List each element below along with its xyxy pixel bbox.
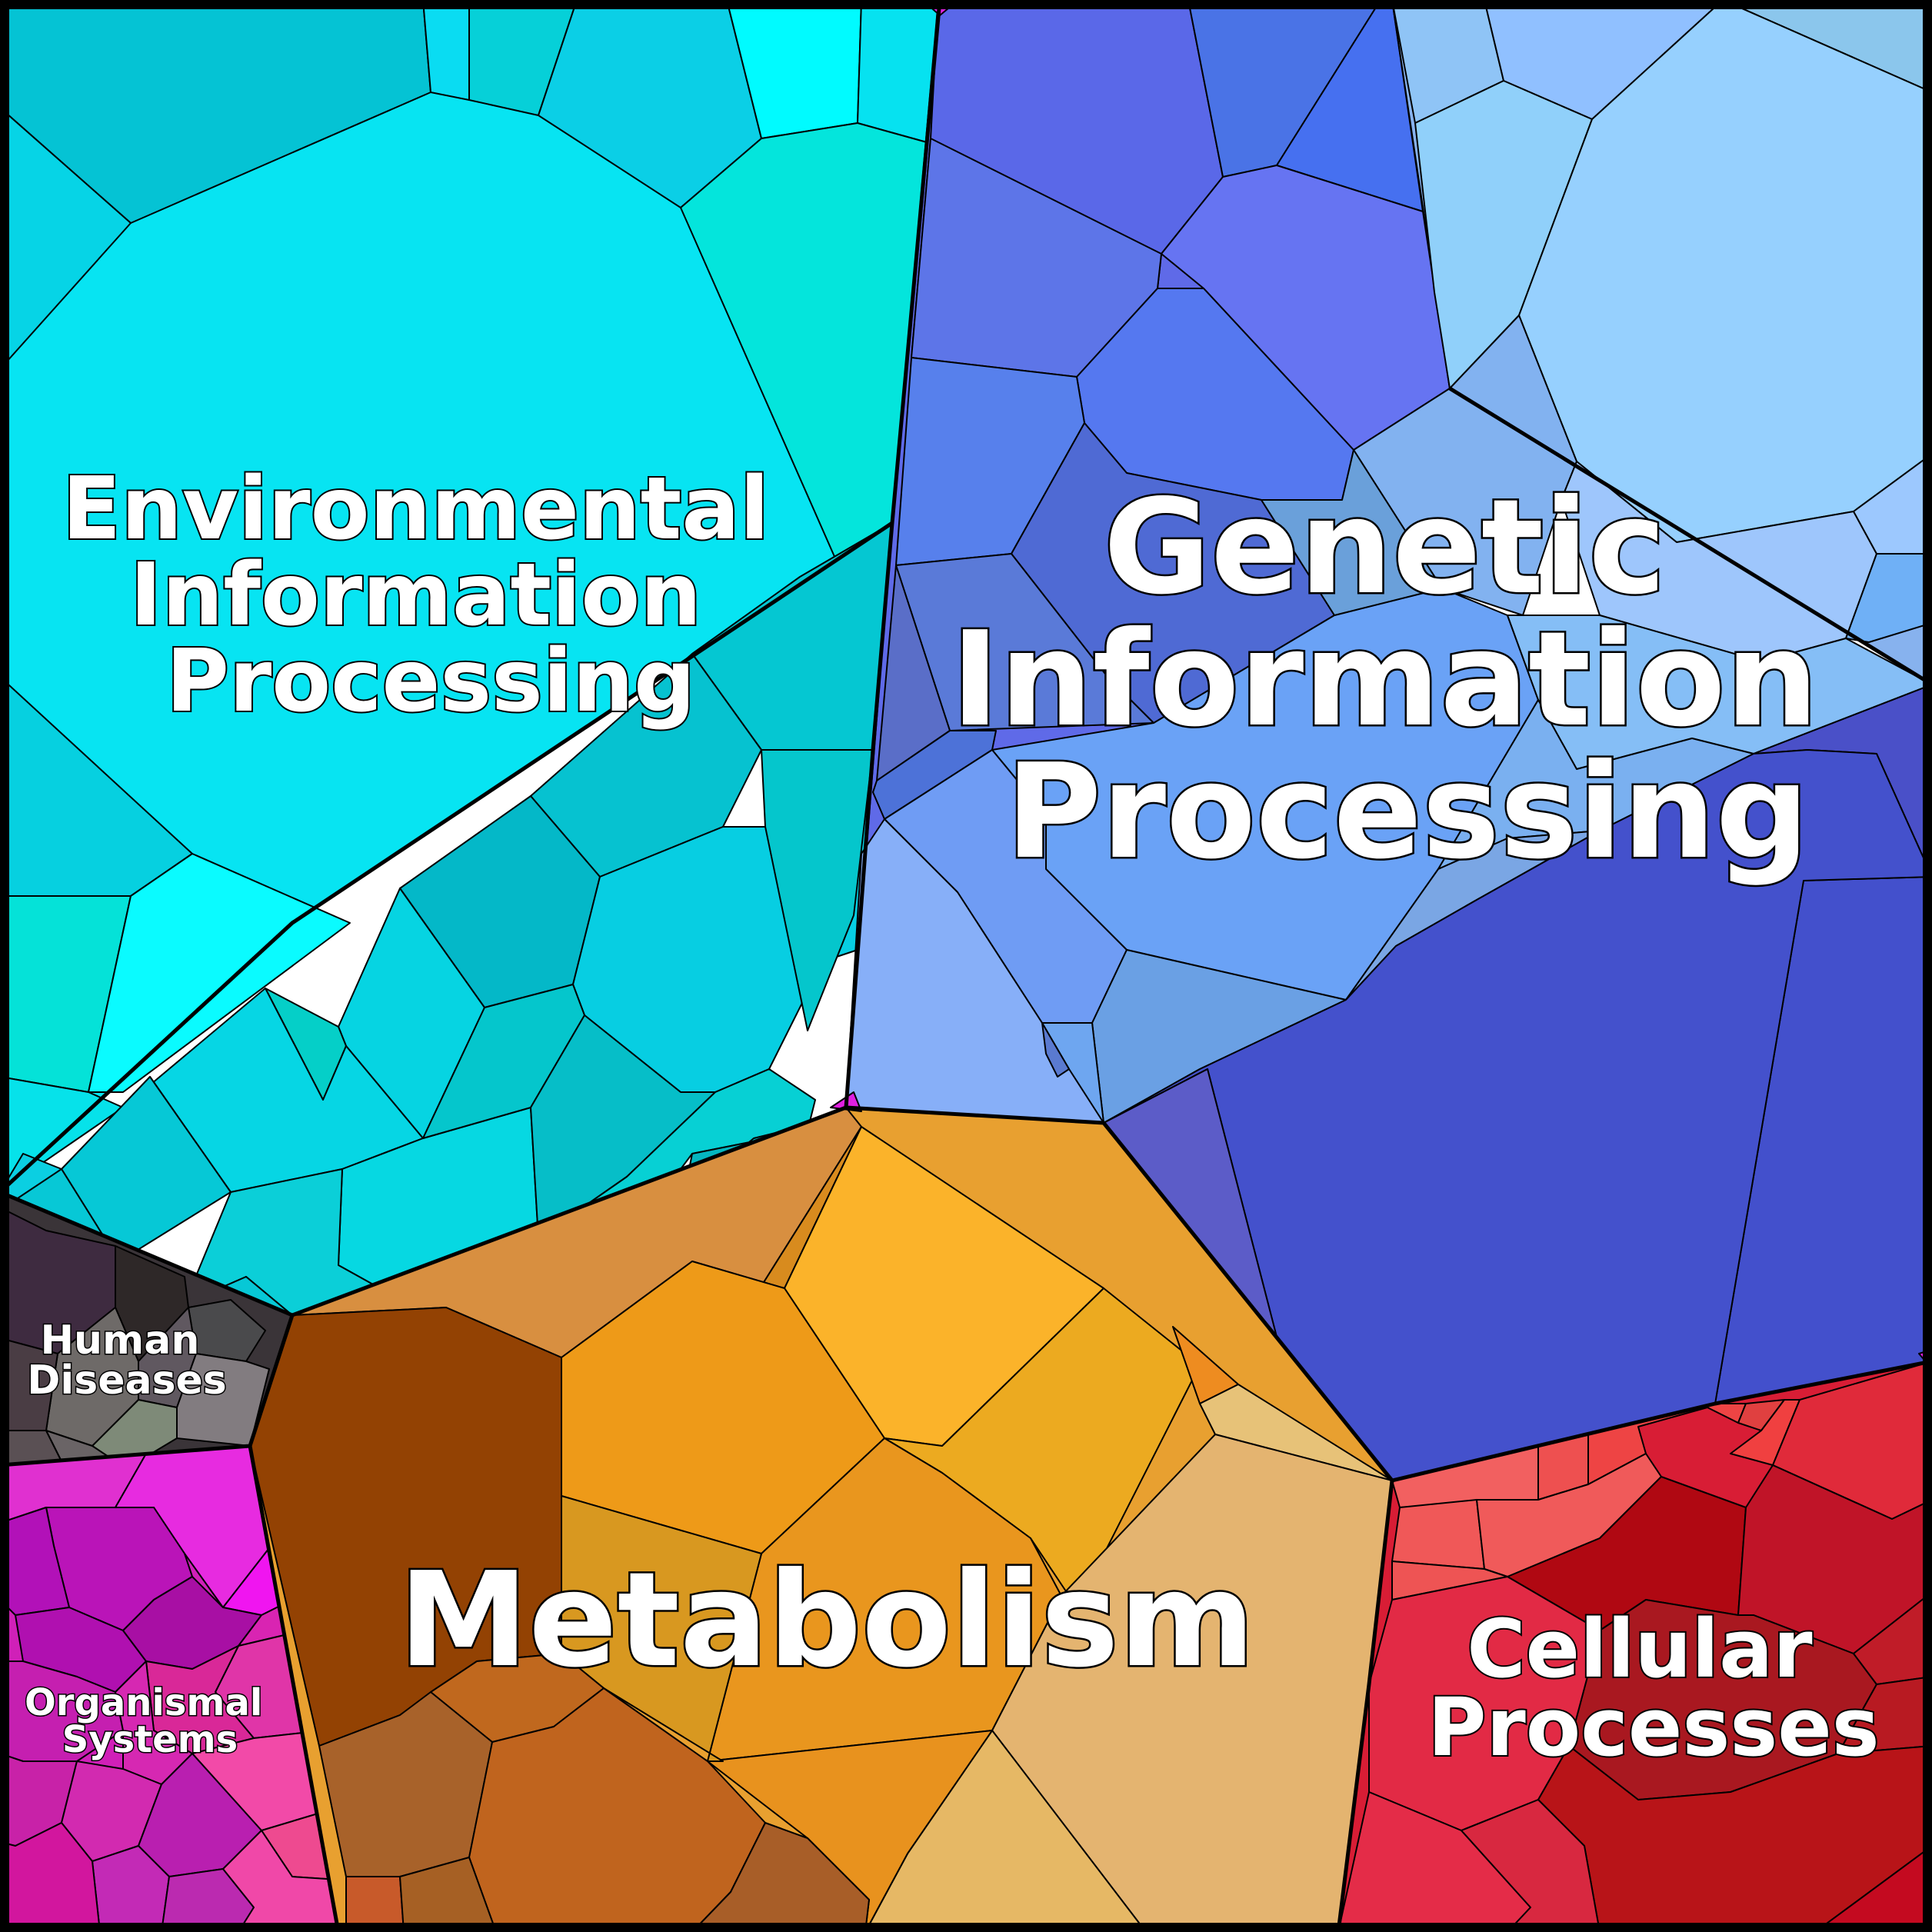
label-cellular-processes: Cellular Processes [1427,1602,1879,1774]
cell [92,1845,170,1932]
label-line: Human [41,1317,200,1364]
label-line: Environmental [62,459,769,559]
cell [399,1857,497,1932]
cell [1041,1022,1070,1078]
cell [1853,1591,1932,1685]
cell [1461,1799,1601,1932]
cell [857,0,939,143]
label-line: Processing [1006,736,1810,888]
label-line: Systems [62,1718,238,1761]
cell [761,749,874,1031]
region-cellular-processes [1337,1361,1932,1932]
label-human-diseases: Human Diseases [27,1317,226,1404]
label-metabolism: Metabolism [398,1544,1255,1697]
label-line: Genetic [1104,471,1666,624]
label-line: Information [951,604,1818,756]
labels: Environmental Information Processing Gen… [24,458,1881,1776]
cell [0,0,431,224]
label-environmental-information-processing: Environmental Information Processing [62,459,799,731]
label-line: Processing [166,631,695,731]
cell [0,1822,101,1932]
cell [1853,453,1932,555]
label-organismal-systems: Organismal Systems [25,1681,275,1761]
cell [1261,449,1443,616]
label-genetic-information-processing: Genetic Information Processing [951,471,1864,888]
cell [345,1876,405,1932]
label-line: Cellular [1467,1602,1812,1696]
label-line: Diseases [27,1357,226,1404]
cell [88,853,351,1093]
cell [0,107,132,370]
label-line: Processes [1427,1681,1879,1774]
cell [1837,1676,1932,1754]
cell [691,1822,870,1932]
region-metabolism [249,1107,1393,1932]
label-line: Information [130,545,701,645]
cell [1814,1845,1932,1932]
cell [422,0,470,101]
region-environmental-information-processing [0,0,939,1339]
label-line: Organismal [25,1681,262,1724]
region-human-diseases [0,1191,293,1466]
cell [1391,1499,1485,1570]
label-line: Metabolism [398,1544,1255,1697]
